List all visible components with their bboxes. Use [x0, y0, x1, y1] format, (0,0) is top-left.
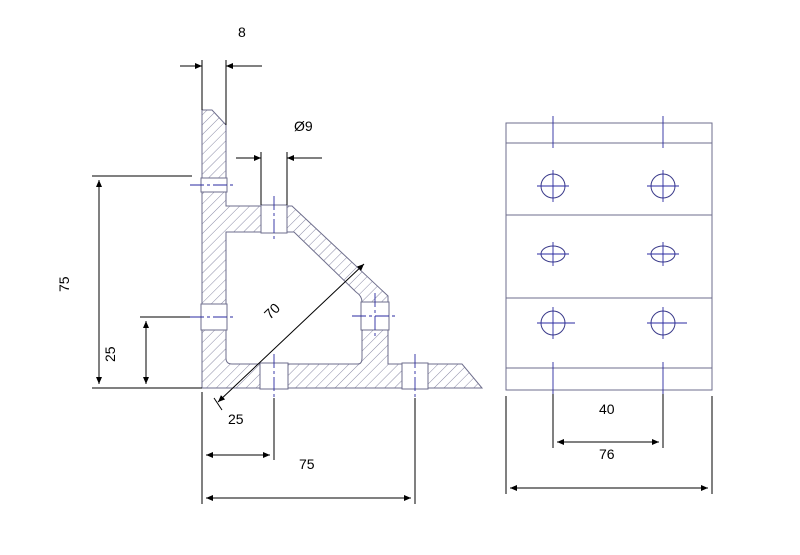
- side-view: 8 Ø9 75 25 70 25 75: [56, 24, 484, 504]
- dim-width-total: 75: [299, 456, 315, 472]
- dim-hole-spacing: 40: [599, 401, 615, 417]
- dim-diagonal: 70: [261, 300, 283, 322]
- front-view: 40 76: [505, 116, 713, 494]
- dim-hole-height: 25: [102, 346, 118, 362]
- hole-top-left: [537, 170, 569, 202]
- hole-bottom-left: [537, 307, 575, 339]
- bracket-profile: [201, 109, 484, 389]
- dim-hole-offset: 25: [228, 411, 244, 427]
- dim-hole-diameter: Ø9: [294, 118, 313, 134]
- hole-bottom-right: [647, 307, 687, 339]
- front-outline: [505, 122, 713, 391]
- hole-mid-left: [537, 242, 569, 266]
- hole-mid-right: [647, 242, 679, 266]
- hole-top-right: [647, 170, 679, 202]
- dim-thickness: 8: [238, 24, 246, 40]
- dim-height-total: 75: [56, 276, 72, 292]
- dim-front-width: 76: [599, 446, 615, 462]
